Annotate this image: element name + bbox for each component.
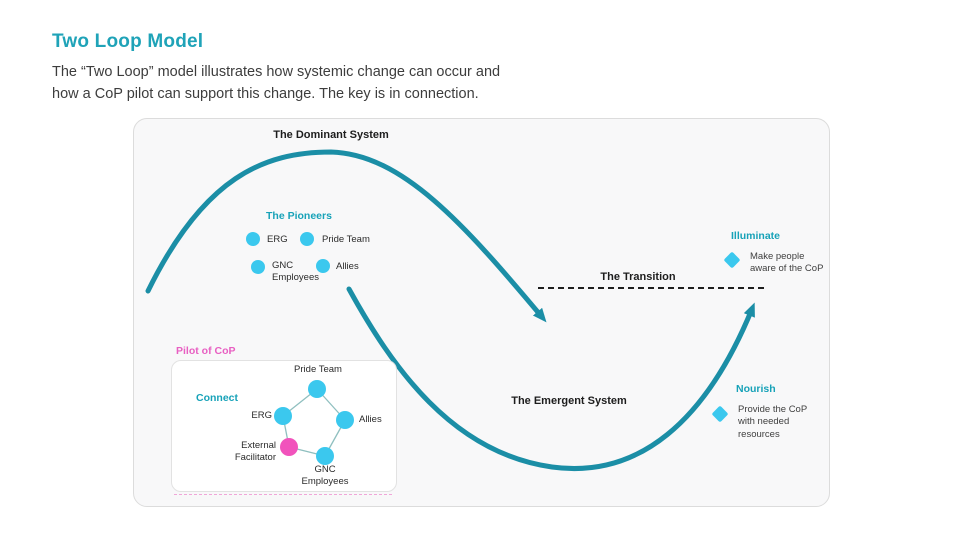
connect-label: Connect [196,392,238,404]
pilot-network-box: Connect Pride Team ERG Allies External F… [171,360,397,492]
pilot-pink-dashed-border [174,494,392,495]
page-description: The “Two Loop” model illustrates how sys… [52,62,500,106]
nourish-description: Provide the CoP with needed resources [738,404,808,440]
page-title: Two Loop Model [52,31,204,52]
transition-label: The Transition [600,271,676,283]
nourish-label: Nourish [736,383,776,395]
description-line-1: The “Two Loop” model illustrates how sys… [52,64,501,80]
pilot-node-icon [274,407,292,425]
dominant-system-label: The Dominant System [273,129,389,141]
pioneers-label: The Pioneers [266,210,332,222]
pioneer-member-label: ERG [267,234,288,245]
pilot-node-label: ERG [251,410,272,421]
pilot-node-external-facilitator-icon [280,438,298,456]
description-line-2: how a CoP pilot can support this change.… [52,85,479,102]
emergent-curve [346,286,755,471]
pilot-node-icon [316,447,334,465]
dominant-curve [145,149,547,323]
loop-curves [145,149,755,471]
illuminate-label: Illuminate [731,230,781,242]
pioneer-dot-icon [251,260,265,274]
pioneer-dot-icon [316,259,330,273]
pioneer-dot-icon [246,232,260,246]
pilot-node-label: External Facilitator [234,440,276,464]
pilot-node-label: Pride Team [294,364,342,375]
pilot-node-icon [336,411,354,429]
emergent-system-label: The Emergent System [511,395,627,407]
pioneer-member-label: GNC Employees [272,260,319,283]
pilot-node-label: GNC Employees [301,464,349,488]
transition-dashed-line [538,287,764,289]
pilot-node-label: Allies [359,414,382,425]
illuminate-description: Make people aware of the CoP [750,251,824,275]
pioneer-member-label: Allies [336,261,359,272]
diagram-canvas: The Dominant System The Pioneers ERG Pri… [133,118,830,507]
pilot-of-cop-label: Pilot of CoP [176,345,236,357]
pilot-node-icon [308,380,326,398]
pioneer-dot-icon [300,232,314,246]
pioneer-member-label: Pride Team [322,234,370,245]
